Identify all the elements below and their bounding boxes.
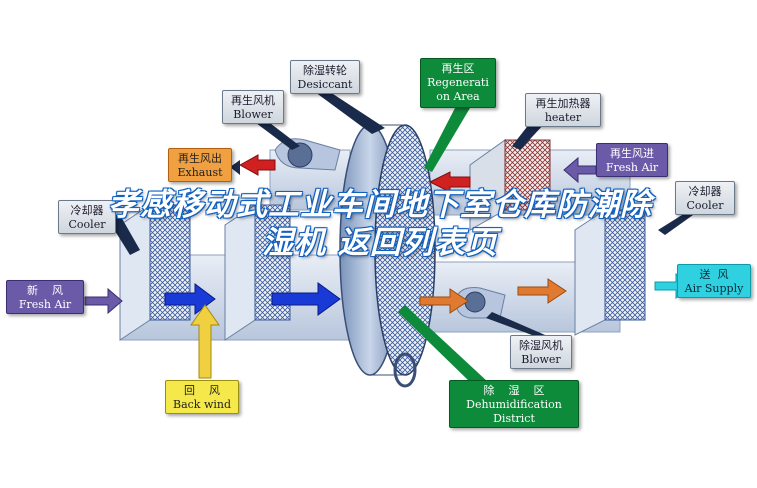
- cooler-left-label-en: Cooler: [68, 218, 106, 231]
- cooler-right-label-en: Cooler: [686, 199, 724, 212]
- regen-blower-label: 再生风机 Blower: [222, 90, 284, 124]
- fresh-air-in-label: 再生风进 Fresh Air: [596, 143, 668, 177]
- dehumidification-label-en2: District: [493, 412, 535, 425]
- regeneration-area-label-zh: 再生区: [441, 62, 475, 75]
- regen-blower-label-en: Blower: [233, 108, 273, 121]
- back-wind-label-zh: 回 风: [184, 384, 220, 397]
- desiccant-label-zh: 除湿转轮: [303, 64, 347, 77]
- process-blower-label-en: Blower: [521, 353, 561, 366]
- flow-arrows: [84, 154, 691, 379]
- cooler-left-label-zh: 冷却器: [70, 204, 104, 217]
- cooler-left-label: 冷却器 Cooler: [58, 200, 116, 234]
- dehumidification-label-en1: Dehumidification: [466, 398, 562, 411]
- desiccant-wheel: [339, 124, 436, 388]
- regen-heater-label: 再生加热器 heater: [525, 93, 601, 127]
- desiccant-label: 除湿转轮 Desiccant: [290, 60, 360, 94]
- fresh-air-in-label-en: Fresh Air: [605, 161, 659, 174]
- exhaust-label: 再生风出 Exhaust: [168, 148, 232, 182]
- process-blower-unit: [454, 287, 506, 319]
- process-blower-label-zh: 除湿风机: [519, 339, 563, 352]
- fresh-air-label-en: Fresh Air: [18, 298, 72, 311]
- air-supply-label-en: Air Supply: [684, 282, 744, 295]
- regen-blower-label-zh: 再生风机: [231, 94, 275, 107]
- regeneration-area-label-en2: on Area: [436, 90, 480, 103]
- air-supply-label: 送 风 Air Supply: [677, 264, 751, 298]
- dehumidification-label-zh: 除 湿 区: [483, 384, 545, 397]
- regen-heater-label-zh: 再生加热器: [535, 97, 591, 110]
- desiccant-label-en: Desiccant: [297, 78, 353, 91]
- back-wind-label-en: Back wind: [172, 398, 232, 411]
- exhaust-label-en: Exhaust: [177, 166, 223, 179]
- overlay-title-link[interactable]: 孝感移动式工业车间地下室仓库防潮除湿机 返回列表页: [108, 187, 652, 261]
- regeneration-area-label-en1: Regenerati: [427, 76, 489, 89]
- regen-heater-label-en: heater: [544, 111, 582, 124]
- fresh-air-label: 新 风 Fresh Air: [6, 280, 84, 314]
- process-blower-label: 除湿风机 Blower: [510, 335, 572, 369]
- regen-heater-unit: [469, 139, 551, 231]
- cooler-right-coil: [574, 209, 646, 336]
- back-wind-label: 回 风 Back wind: [165, 380, 239, 414]
- exhaust-label-zh: 再生风出: [178, 152, 222, 165]
- air-supply-label-zh: 送 风: [699, 268, 729, 281]
- fresh-air-label-zh: 新 风: [27, 284, 63, 297]
- cooler-right-label-zh: 冷却器: [688, 185, 722, 198]
- fresh-air-in-label-zh: 再生风进: [610, 147, 654, 160]
- dehumidification-label: 除 湿 区 Dehumidification District: [449, 380, 579, 428]
- regeneration-area-label: 再生区 Regenerati on Area: [420, 58, 496, 108]
- cooler-right-label: 冷却器 Cooler: [675, 181, 735, 215]
